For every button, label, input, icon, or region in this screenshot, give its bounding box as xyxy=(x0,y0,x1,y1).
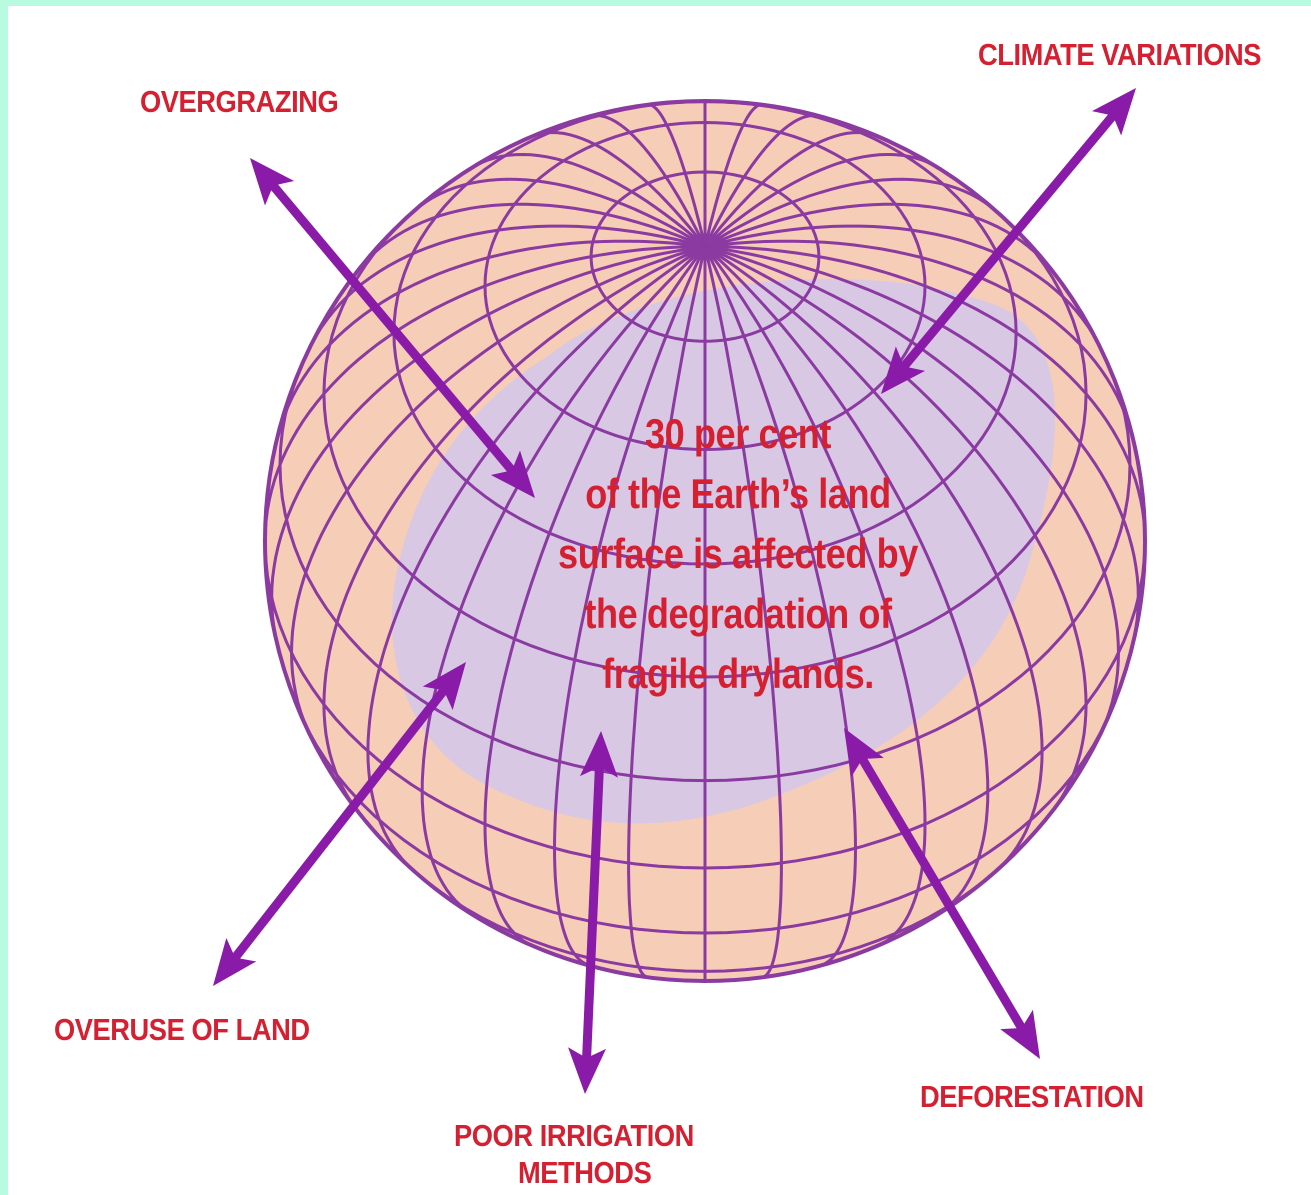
longitude-line xyxy=(704,245,1121,731)
arrow-overuse-of-land xyxy=(213,662,466,986)
longitude-line xyxy=(366,245,706,872)
longitude-line xyxy=(704,239,1134,435)
cause-arrows xyxy=(213,88,1136,1094)
longitude-line xyxy=(703,103,762,247)
arrow-head xyxy=(844,728,884,778)
longitude-line xyxy=(483,245,707,945)
longitude-line xyxy=(704,224,1100,345)
longitude-line xyxy=(704,177,992,248)
globe-outline xyxy=(263,99,1147,983)
arrow-overgrazing xyxy=(250,158,535,498)
longitude-line xyxy=(703,245,858,968)
longitude-line xyxy=(648,103,707,247)
label-poor-irrigation-line2: METHODS xyxy=(518,1155,652,1190)
arrow-shaft xyxy=(581,760,605,1065)
longitude-line xyxy=(531,130,707,248)
longitude-line xyxy=(270,245,706,639)
longitude-line xyxy=(703,245,990,915)
longitude-line xyxy=(475,152,706,248)
label-overgrazing: OVERGRAZING xyxy=(140,84,339,119)
globe-grid xyxy=(265,101,1145,981)
arrow-shaft xyxy=(265,178,520,478)
longitude-line xyxy=(310,224,706,345)
longitude-line xyxy=(420,245,707,915)
arrow-head xyxy=(422,662,466,710)
arrow-head xyxy=(250,158,295,206)
arrow-head xyxy=(568,1047,607,1094)
arrow-head xyxy=(579,731,618,778)
arrow-shaft xyxy=(855,751,1029,1036)
arrow-poor-irrigation xyxy=(568,731,618,1094)
statement-line-2: of the Earth’s land xyxy=(585,470,891,517)
longitude-line xyxy=(704,245,1145,542)
longitude-line xyxy=(704,245,1088,811)
dryland-region xyxy=(392,278,1056,824)
longitude-line xyxy=(703,246,783,979)
longitude-line xyxy=(593,113,707,248)
center-statement: 30 per cent of the Earth’s land surface … xyxy=(514,404,961,704)
arrow-head xyxy=(1091,88,1136,136)
longitude-line xyxy=(704,245,1044,872)
statement-line-4: the degradation of xyxy=(584,590,892,637)
arrow-head xyxy=(213,938,257,986)
longitude-line xyxy=(322,245,706,811)
label-overuse-of-land: OVERUSE OF LAND xyxy=(54,1012,310,1047)
arrow-deforestation xyxy=(844,728,1040,1059)
longitude-line xyxy=(265,245,706,531)
arrow-climate-variations xyxy=(881,88,1136,394)
statement-line-1: 30 per cent xyxy=(644,410,832,457)
longitude-line xyxy=(552,245,707,968)
label-climate-variations: CLIMATE VARIATIONS xyxy=(978,37,1262,72)
statement-line-5: fragile drylands. xyxy=(602,650,874,697)
globe-diagram xyxy=(213,88,1147,1094)
arrow-shaft xyxy=(227,682,452,966)
longitude-line xyxy=(276,239,706,435)
longitude-line xyxy=(361,202,706,267)
arrow-shaft xyxy=(896,108,1121,374)
longitude-line xyxy=(703,130,879,248)
longitude-line xyxy=(418,177,706,248)
longitude-line xyxy=(704,152,935,248)
longitude-line xyxy=(289,245,706,731)
longitude-line xyxy=(703,113,817,248)
label-poor-irrigation-line1: POOR IRRIGATION xyxy=(454,1118,694,1153)
longitude-line xyxy=(704,245,1140,639)
label-deforestation: DEFORESTATION xyxy=(920,1079,1144,1114)
longitude-line xyxy=(703,245,927,945)
diagram-frame: 30 per cent of the Earth’s land surface … xyxy=(8,6,1311,1195)
statement-line-3: surface is affected by xyxy=(558,530,918,577)
arrow-head xyxy=(490,450,535,498)
arrow-head xyxy=(1000,1009,1040,1059)
longitude-line xyxy=(627,246,707,979)
arrow-head xyxy=(881,346,926,394)
